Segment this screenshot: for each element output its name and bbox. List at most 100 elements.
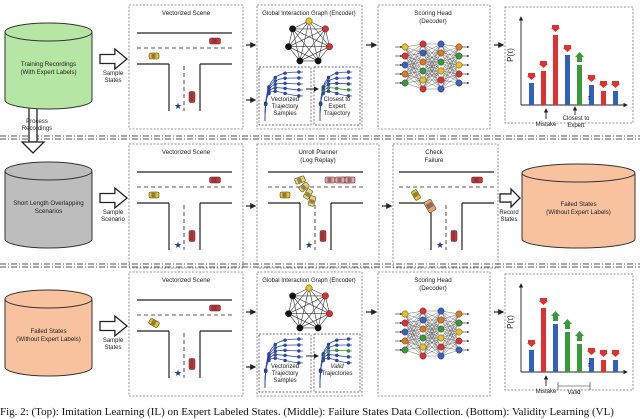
scoring-net-3-neuron [419,325,427,333]
interaction-graph-1-node [289,25,296,33]
input-cylinder-1-label-0: Training Recordings [21,61,76,68]
input-cylinder-3-label-0: Failed States [30,328,66,335]
traj-left-label-a-3: Vectorized [271,364,299,370]
scoring-net-3-neuron [419,334,427,342]
scene-2-car-red-bottom [188,230,196,242]
traj-left-label-a-1: Vectorized [271,97,299,103]
interaction-graph-1-node [296,57,304,65]
scoring-net-3-neuron [401,346,409,354]
score-chart-1-xlabel: τ [588,95,591,102]
scene-3-car-red-top [209,304,221,312]
encoder-panel-1 [256,4,363,130]
score-chart-1-down-arrow-icon [611,81,620,88]
scene-1-car-yellow [148,52,160,60]
sample-label-b-1: States [104,78,121,84]
score-chart-1-bar [565,55,570,105]
traj-left-label-c-1: Samples [273,111,296,117]
input-cylinder-2-label-1: Scenarios [35,208,63,215]
collision-car [423,199,437,213]
interaction-graph-3-node [285,310,292,318]
scene-3-car-yellow [148,318,160,328]
check-scene-ego-star-icon: ★ [436,240,444,250]
traj-right-label-c-1: Trajectory [324,111,350,117]
scoring-net-1-neuron [419,40,427,48]
traj-right-label-a-1: Closest to [324,97,351,103]
score-chart-1-bar [529,83,534,105]
scoring-net-3-neuron [455,310,463,318]
scene-title-3: Vectorized Scene [162,277,211,284]
score-chart-1-down-arrow-icon [527,73,536,80]
check-scene: ★ [399,171,494,250]
input-cylinder-3: Failed States(Without Expert Labels) [4,289,93,377]
scoring-net-3-neuron [401,328,409,336]
sample-label-b-3: States [104,345,121,351]
sample-label-a-3: Sample [103,338,124,344]
score-chart-1-down-arrow-icon [587,75,596,82]
score-chart-3-bar [613,360,618,372]
traj-valid-3 [313,333,361,393]
scoring-net-3 [395,307,470,360]
input-cylinder-2-label-0: Short Length Overlapping [13,200,84,207]
record-label-b: States [500,217,517,223]
output-cylinder-label-1: (Without Expert Labels) [546,209,611,216]
figure-caption: Fig. 2: (Top): Imitation Learning (IL) o… [0,406,614,418]
head-title-b-3: (Decoder) [419,285,447,292]
planner-ghost-red-1 [334,176,346,184]
scoring-net-1-neuron [455,70,463,78]
scoring-net-3-neuron [401,337,409,345]
scene-3: ★ [137,299,232,378]
planner-panel [256,143,380,269]
score-chart-1-down-arrow-icon [539,61,548,68]
scoring-net-3-neuron [455,319,463,327]
mistake-label-1: Mistake [536,122,557,128]
scoring-net-3-neuron [401,319,409,327]
planner-scene-ego-star-icon: ★ [305,240,313,250]
mistake-label-3: Mistake [536,389,557,395]
scoring-net-3-neuron [419,307,427,315]
process-label-1: Process [26,119,48,125]
sample-label-b-2: Scenario [101,217,125,223]
output-cylinder-label-0: Failed States [560,201,596,208]
traj-valid-1 [313,66,361,126]
scoring-net-1-neuron [437,49,445,57]
check-scene-car-red-top [471,176,483,184]
score-chart-3-down-arrow-icon [539,298,548,305]
traj-right-label-b-3: Trajectories [321,371,352,377]
score-chart-1-bar [541,71,546,105]
scoring-net-1-neuron [437,76,445,84]
scoring-net-1-neuron [401,52,409,60]
score-chart-3-down-arrow-icon [599,350,608,357]
closest-label-a: Closest to [563,116,590,122]
interaction-graph-1-node [326,43,333,51]
input-cylinder-1-label-1: (With Expert Labels) [20,69,76,76]
interaction-graph-1-node [285,43,292,51]
score-chart-3-ylabel: P(τ) [506,315,515,329]
scoring-net-3-neuron [437,307,445,315]
scoring-net-1 [395,40,470,93]
row-1: Training Recordings(With Expert Labels) S… [4,4,634,130]
head-panel-1 [377,4,491,130]
interaction-graph-3-node [322,292,329,300]
traj-right-label-b-1: Expert [328,104,346,110]
score-chart-3-down-arrow-icon [587,348,596,355]
interaction-graph-3 [285,284,333,332]
scoring-net-1-neuron [455,79,463,87]
score-chart-1-down-arrow-icon [551,25,560,32]
score-chart-3-bar [565,332,570,372]
scoring-net-1-neuron [419,85,427,93]
score-chart-3-down-arrow-icon [527,340,536,347]
score-chart-1-bar [589,85,594,105]
traj-left-label-c-3: Samples [273,378,296,384]
scoring-net-1-neuron [455,52,463,60]
interaction-graph-3-node [296,324,304,332]
scene-panel-1 [128,4,244,130]
planner-ghost-car-1 [298,181,310,193]
record-label-a: Record [499,210,518,216]
score-chart-3-xlabel: τ [588,362,591,369]
score-chart-1: P(τ)τ [504,6,634,124]
interaction-graph-3-node [314,324,322,332]
sample-label-a-1: Sample [103,71,124,77]
encoder-title-3: Global Interaction Graph (Encoder) [262,278,355,284]
score-chart-3-bar [529,350,534,372]
check-scene-car-red-bottom [450,230,458,242]
